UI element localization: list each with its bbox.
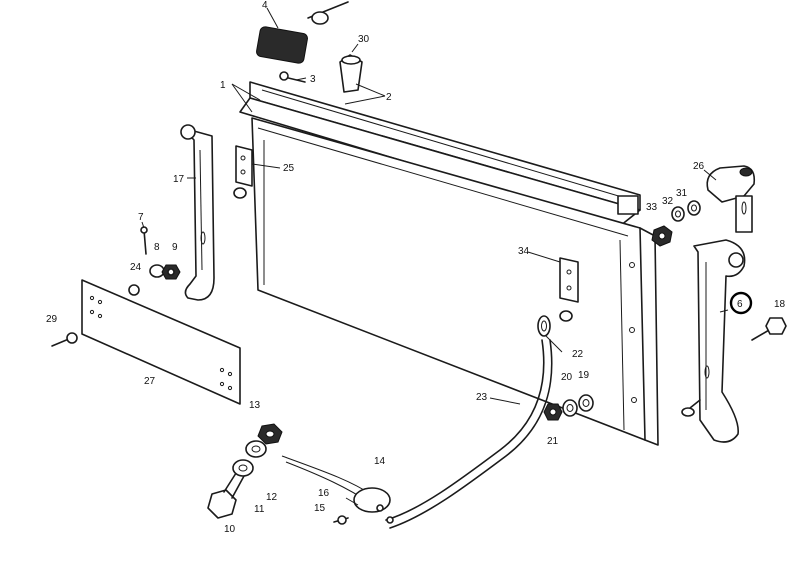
label-13: 13 (249, 400, 261, 411)
label-20: 20 (561, 372, 573, 383)
anchor-plate-part-14 (353, 487, 394, 524)
label-2: 2 (386, 92, 392, 103)
bracket-part-25 (233, 145, 253, 199)
label-31: 31 (676, 188, 688, 199)
label-4: 4 (262, 0, 268, 11)
left-hinge-arm-part-17 (180, 124, 215, 301)
label-22: 22 (572, 349, 584, 360)
label-24: 24 (130, 262, 142, 273)
label-26: 26 (693, 161, 705, 172)
label-19: 19 (578, 370, 590, 381)
part-number-labels: 1 2 3 4 6 7 8 9 10 11 12 13 14 15 16 17 … (46, 0, 786, 535)
label-8: 8 (154, 242, 160, 253)
nut-part-28 (128, 284, 140, 296)
screw-part-3 (279, 71, 306, 83)
cable-end-eye-part-22 (537, 315, 551, 337)
label-9: 9 (172, 242, 178, 253)
label-27: 27 (144, 376, 156, 387)
label-17: 17 (173, 174, 185, 185)
label-25: 25 (283, 163, 295, 174)
label-34: 34 (518, 246, 530, 257)
label-11: 11 (254, 504, 265, 515)
screw-part-16 (345, 497, 359, 506)
label-12: 12 (266, 492, 278, 503)
label-6: 6 (737, 299, 743, 310)
bolt-part-18 (751, 317, 787, 341)
label-1: 1 (220, 80, 226, 91)
nut-washer-stack-31-33 (651, 200, 701, 247)
label-18: 18 (774, 299, 786, 310)
label-3: 3 (310, 74, 316, 85)
rubber-stop-part-30 (339, 54, 363, 93)
highlight-callout-ring (729, 291, 753, 315)
label-10: 10 (224, 524, 236, 535)
leader-lines (141, 7, 729, 405)
hinge-bolt-stack-10-13 (207, 423, 283, 519)
latch-part-26 (706, 165, 756, 233)
label-30: 30 (358, 34, 370, 45)
washer-nut-stack-19-21 (543, 394, 594, 421)
bracket-part-24 (559, 257, 579, 322)
right-hinge-arm-part-6 (681, 239, 746, 443)
pin-washer-nut-7-8-9 (140, 226, 181, 280)
tailgate-panel (251, 117, 659, 446)
license-plate-part-27 (81, 279, 241, 405)
top-rail (239, 81, 641, 227)
label-15: 15 (314, 503, 326, 514)
screw-part-15 (333, 515, 349, 525)
label-29: 29 (46, 314, 58, 325)
bolt-part-29 (51, 332, 78, 347)
latch-knob-part-4 (256, 1, 349, 64)
label-14: 14 (374, 456, 386, 467)
label-21: 21 (547, 436, 559, 447)
label-32: 32 (662, 196, 674, 207)
label-33: 33 (646, 202, 658, 213)
label-23: 23 (476, 392, 488, 403)
label-16: 16 (318, 488, 330, 499)
label-7: 7 (138, 212, 144, 223)
